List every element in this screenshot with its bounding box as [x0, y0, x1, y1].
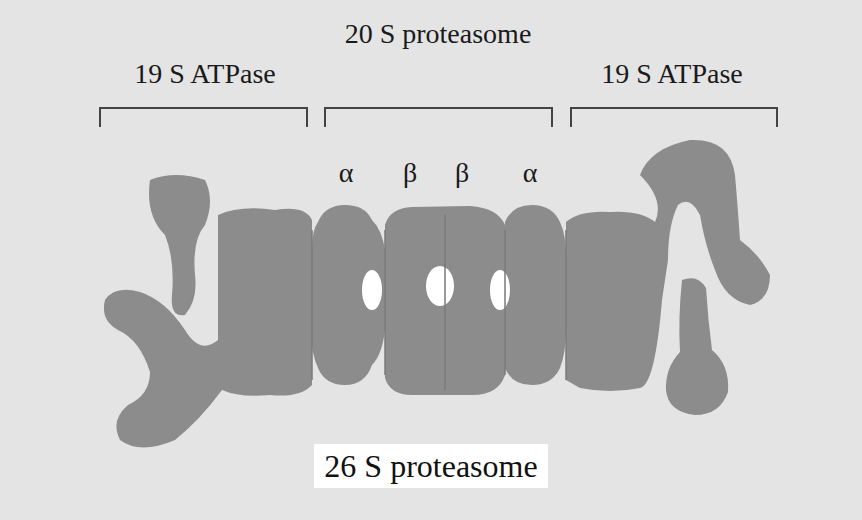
- complex-label: 19 S ATPase: [134, 54, 276, 94]
- title-text: 26 S proteasome: [324, 446, 537, 486]
- ring-label: β: [455, 158, 469, 188]
- group-brackets: [100, 108, 777, 127]
- ring-label: α: [339, 158, 354, 188]
- complex-label: 19 S ATPase: [601, 54, 743, 94]
- channel-holes: [362, 266, 510, 310]
- complex-label: 20 S proteasome: [343, 14, 533, 54]
- ring-label: α: [523, 158, 538, 188]
- title-box: 26 S proteasome: [314, 444, 547, 488]
- ring-label: β: [403, 158, 417, 188]
